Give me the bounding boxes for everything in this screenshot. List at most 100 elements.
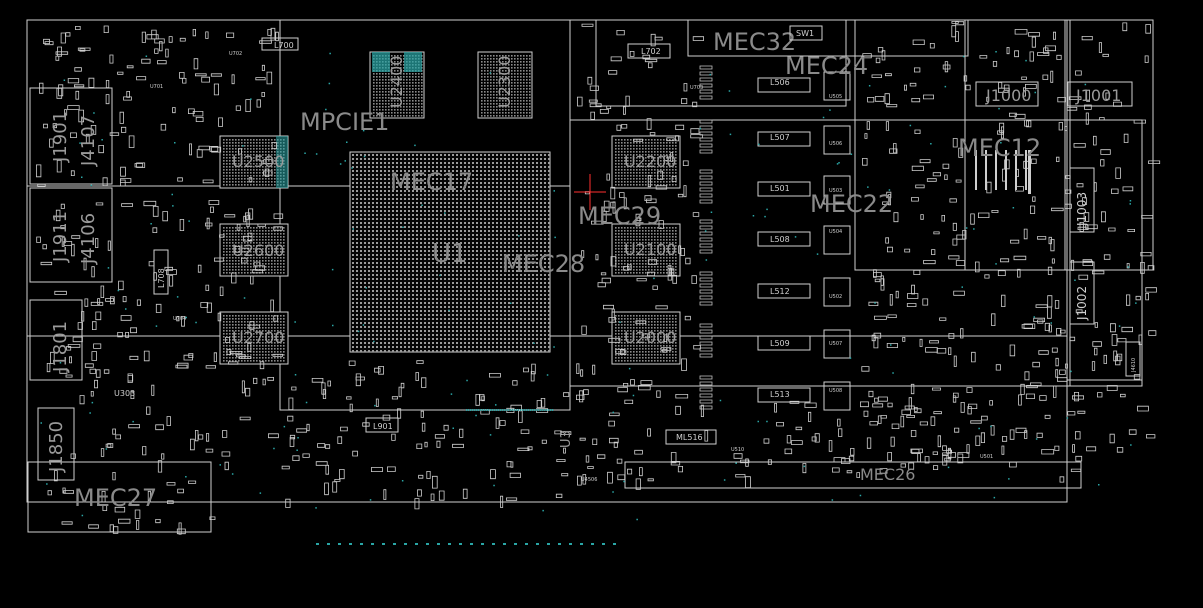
regulator-box-3: [823, 225, 851, 255]
region-label-mec28: MEC28: [502, 250, 585, 278]
part-label-u501: U501: [980, 454, 993, 460]
part-label-u503: U503: [829, 188, 842, 194]
regulator-box-5: [823, 329, 851, 359]
chip-label-u3: U3: [559, 430, 574, 448]
part-label-u502: U502: [829, 294, 842, 300]
j1001-box: [1067, 81, 1133, 107]
regulator-box-6: [823, 381, 851, 411]
part-label-u702: U702: [229, 51, 242, 57]
chip-label-u2300: U2300: [495, 56, 514, 108]
crosshair-marker: [574, 174, 606, 210]
cap-6-4: [699, 399, 713, 404]
part-label-l901: L901: [373, 422, 393, 431]
u2500-accent-pads: [276, 136, 288, 188]
part-label-u508: U508: [829, 388, 842, 394]
u2100-balls: [615, 227, 677, 274]
u2200-balls: [615, 139, 677, 186]
cap-0-5: [699, 95, 713, 100]
mec22-outline: [854, 19, 1066, 271]
conn-label-j1003: J1003: [1075, 192, 1089, 227]
cap-6-5: [699, 405, 713, 410]
inductor-box-3: [757, 231, 811, 247]
cap-1-3: [699, 137, 713, 142]
cap-2-1: [699, 175, 713, 180]
u1-ball-grid: [352, 154, 550, 352]
board-outlines: [26, 19, 1154, 533]
u2400-accent-pads-a: [372, 52, 390, 72]
cap-6-0: [699, 375, 713, 380]
cap-5-1: [699, 329, 713, 334]
part-label-l700: L700: [274, 41, 294, 50]
chip-label-u2600: U2600: [232, 241, 284, 260]
chip-label-u2100: U2100: [624, 240, 676, 259]
cap-1-2: [699, 131, 713, 136]
cap-2-2: [699, 181, 713, 186]
region-label-mpcie1: MPCIE1: [300, 108, 389, 136]
chip-label-u2700: U2700: [232, 328, 284, 347]
vert-bar-5: [1025, 150, 1027, 190]
part-label-l501: L501: [770, 184, 790, 193]
j1850-box: [37, 407, 75, 481]
l702-box: [627, 43, 671, 59]
mec27-outline: [27, 461, 212, 533]
regulator-box-1: [823, 125, 851, 155]
chip-label-u2000: U2000: [624, 328, 676, 347]
region-label-mec29: MEC29: [578, 202, 661, 230]
chip-label-u2500: U2500: [232, 152, 284, 171]
inductor-box-0: [757, 77, 811, 93]
inductor-box-2: [757, 181, 811, 197]
part-label-u504: U504: [829, 229, 842, 235]
cap-0-3: [699, 83, 713, 88]
cap-4-0: [699, 271, 713, 276]
inductor-column: [699, 65, 851, 411]
vert-bar-2: [995, 150, 997, 190]
part-label-u507: U507: [829, 341, 842, 347]
region-label-mec17: MEC17: [390, 168, 473, 196]
part-label-u4506: U4506: [581, 477, 597, 483]
j1911-box: [29, 187, 113, 283]
j1000-box: [975, 81, 1039, 107]
part-label-u510: U510: [731, 447, 744, 453]
inductor-box-5: [757, 335, 811, 351]
cap-3-2: [699, 231, 713, 236]
cap-4-3: [699, 289, 713, 294]
cap-0-1: [699, 71, 713, 76]
part-label-l507: L507: [770, 133, 790, 142]
cap-1-1: [699, 125, 713, 130]
mec12-outline: [964, 19, 1154, 271]
cap-4-2: [699, 283, 713, 288]
conn-label-j1911: J1911: [50, 211, 71, 263]
vert-bar-long: [1028, 150, 1031, 194]
part-label-u703: U703: [690, 85, 703, 91]
j4610-box: [1125, 341, 1141, 377]
vert-bar-4: [1015, 150, 1017, 190]
part-label-u704: U704: [173, 316, 186, 322]
part-label-l708: L708: [157, 268, 166, 288]
part-label-l506: L506: [770, 78, 790, 87]
cap-1-4: [699, 143, 713, 148]
conn-label-j1002: J1002: [1075, 286, 1089, 321]
part-label-l513: L513: [770, 390, 790, 399]
l901-box: [365, 417, 399, 433]
part-label-ml516: ML516: [676, 433, 703, 442]
cap-2-4: [699, 193, 713, 198]
cap-5-5: [699, 353, 713, 358]
l708-box: [153, 249, 169, 295]
l700-box: [261, 37, 299, 51]
j1901-box: [29, 87, 113, 185]
part-labels: L702 L506 L507 L501 L508 L512 L509 L513 …: [150, 25, 1141, 483]
part-label-l702: L702: [641, 47, 661, 56]
j1003-box: [1069, 167, 1095, 233]
conn-label-j1801: J1801: [50, 321, 71, 373]
cap-3-1: [699, 225, 713, 230]
sw1-box: [789, 25, 823, 41]
part-label-l508: L508: [770, 235, 790, 244]
cap-2-0: [699, 169, 713, 174]
cap-0-0: [699, 65, 713, 70]
regulator-box-2: [823, 175, 851, 205]
chip-label-u303: U303: [114, 389, 135, 398]
part-label-j4610: J4610: [1131, 358, 1137, 373]
cap-0-2: [699, 77, 713, 82]
region-label-mec27: MEC27: [74, 484, 157, 512]
